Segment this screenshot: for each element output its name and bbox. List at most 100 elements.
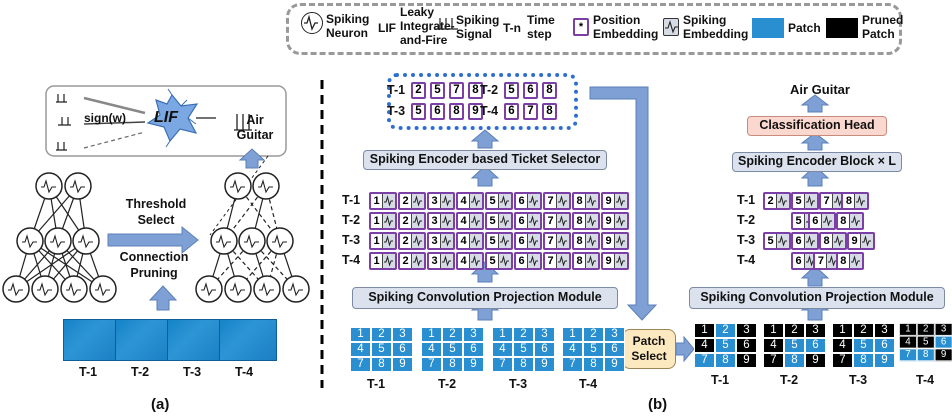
patch-cell: 1 (899, 323, 917, 336)
patch-cell: 7 (492, 357, 513, 372)
selected-token: 2 (411, 82, 426, 99)
patch-cell: 7 (694, 353, 715, 368)
pruned-token-embedding: 8 (841, 192, 870, 210)
patch-cell: 6 (463, 342, 484, 357)
patch-cell: 3 (736, 323, 757, 338)
token-row-label: T-1 (342, 193, 361, 207)
patch-cell: 4 (350, 342, 371, 357)
token-embedding: 7 (543, 232, 571, 250)
legend-patch-label: Patch (788, 21, 821, 35)
patch-cell: 8 (583, 357, 604, 372)
patch-cell: 1 (562, 327, 583, 342)
ticket-selector-module: Spiking Encoder based Ticket Selector (363, 150, 607, 170)
token-embedding: 4 (456, 252, 484, 270)
patch-cell: 4 (562, 342, 583, 357)
legend-tn-full: Time step (527, 13, 555, 41)
patch-cell: 5 (583, 342, 604, 357)
pruned-legend-swatch (826, 18, 858, 38)
patch-cell: 5 (442, 342, 463, 357)
sign-label: sign(w) (84, 111, 126, 125)
selected-token: 7 (523, 103, 538, 120)
selected-row-label: T-1 (387, 83, 406, 97)
patch-cell: 8 (715, 353, 736, 368)
patch-cell: 4 (899, 335, 917, 349)
patch-cell: 8 (784, 353, 805, 368)
input-frame-4 (219, 319, 277, 361)
selected-token: 5 (504, 82, 519, 99)
patch-cell: 2 (371, 327, 392, 342)
patch-cell: 9 (463, 357, 484, 372)
input-frame-3 (167, 319, 225, 361)
patch-cell: 7 (562, 357, 583, 372)
selected-token: 8 (542, 103, 557, 120)
token-embedding: 6 (514, 212, 542, 230)
input-frame-2 (115, 319, 173, 361)
patch-cell: 1 (421, 327, 442, 342)
patch-cell: 2 (916, 323, 935, 336)
pruned-row-label: T-1 (737, 193, 756, 207)
classification-head: Classification Head (747, 116, 887, 136)
time-step-a-1: T-1 (79, 365, 98, 379)
patch-cell: 3 (604, 327, 625, 342)
patch-cell: 6 (874, 338, 895, 353)
token-row-label: T-2 (342, 213, 361, 227)
patch-cell: 5 (371, 342, 392, 357)
legend-spiking-embedding: Spiking Embedding (683, 13, 749, 41)
token-embedding: 2 (398, 252, 426, 270)
patch-cell: 4 (832, 338, 853, 353)
patch-cell: 8 (513, 357, 534, 372)
selected-token: 8 (449, 103, 464, 120)
token-embedding: 7 (543, 192, 571, 210)
pruned-token-embedding: 2 (763, 192, 791, 210)
selected-token: 7 (449, 82, 464, 99)
token-embedding: 2 (398, 232, 426, 250)
patch-cell: 9 (736, 353, 757, 368)
patch-cell: 6 (604, 342, 625, 357)
token-row-label: T-3 (342, 233, 361, 247)
connection-pruning-label: Connection Pruning (119, 250, 189, 280)
patch-cell: 9 (874, 353, 895, 368)
selected-token: 6 (523, 82, 538, 99)
patch-cell: 4 (421, 342, 442, 357)
selected-tokens-box (387, 73, 578, 130)
pruned-row-label: T-2 (737, 213, 756, 227)
patch-cell: 9 (534, 357, 555, 372)
token-embedding: 7 (543, 252, 571, 270)
patch-cell: 2 (853, 323, 874, 338)
patch-legend-swatch (752, 18, 784, 38)
patch-cell: 6 (736, 338, 757, 353)
token-embedding: 9 (601, 192, 629, 210)
patch-cell: 2 (442, 327, 463, 342)
selected-token: 9 (468, 103, 483, 120)
patch-cell: 5 (916, 335, 935, 349)
legend-position-embedding: Position Embedding (593, 13, 659, 41)
patch-cell: 1 (492, 327, 513, 342)
patch-cell: 7 (763, 353, 784, 368)
patch-cell: 9 (934, 348, 952, 362)
pruned-token-embedding: 8 (835, 212, 864, 230)
pruned-token-embedding: 9 (847, 232, 875, 250)
selected-token: 5 (411, 103, 426, 120)
patch-cell: 9 (604, 357, 625, 372)
token-embedding: 5 (485, 232, 513, 250)
patch-cell: 6 (805, 338, 826, 353)
time-step-c: T-4 (916, 373, 935, 387)
token-embedding: 6 (514, 192, 542, 210)
legend-spiking-neuron: Spiking Neuron (326, 12, 370, 40)
patch-cell: 7 (350, 357, 371, 372)
pruned-row-label: T-4 (737, 253, 756, 267)
time-step-c: T-3 (849, 373, 868, 387)
air-guitar-label-a: Air Guitar (236, 113, 274, 142)
token-embedding: 3 (427, 232, 455, 250)
time-step-a-3: T-3 (183, 365, 202, 379)
input-frame-1 (63, 319, 121, 361)
patch-cell: 2 (583, 327, 604, 342)
patch-cell: 3 (534, 327, 555, 342)
legend-tn-abbr: T-n (503, 21, 521, 35)
projection-module-left: Spiking Convolution Projection Module (352, 287, 618, 309)
patch-cell: 8 (916, 348, 935, 362)
patch-cell: 4 (492, 342, 513, 357)
